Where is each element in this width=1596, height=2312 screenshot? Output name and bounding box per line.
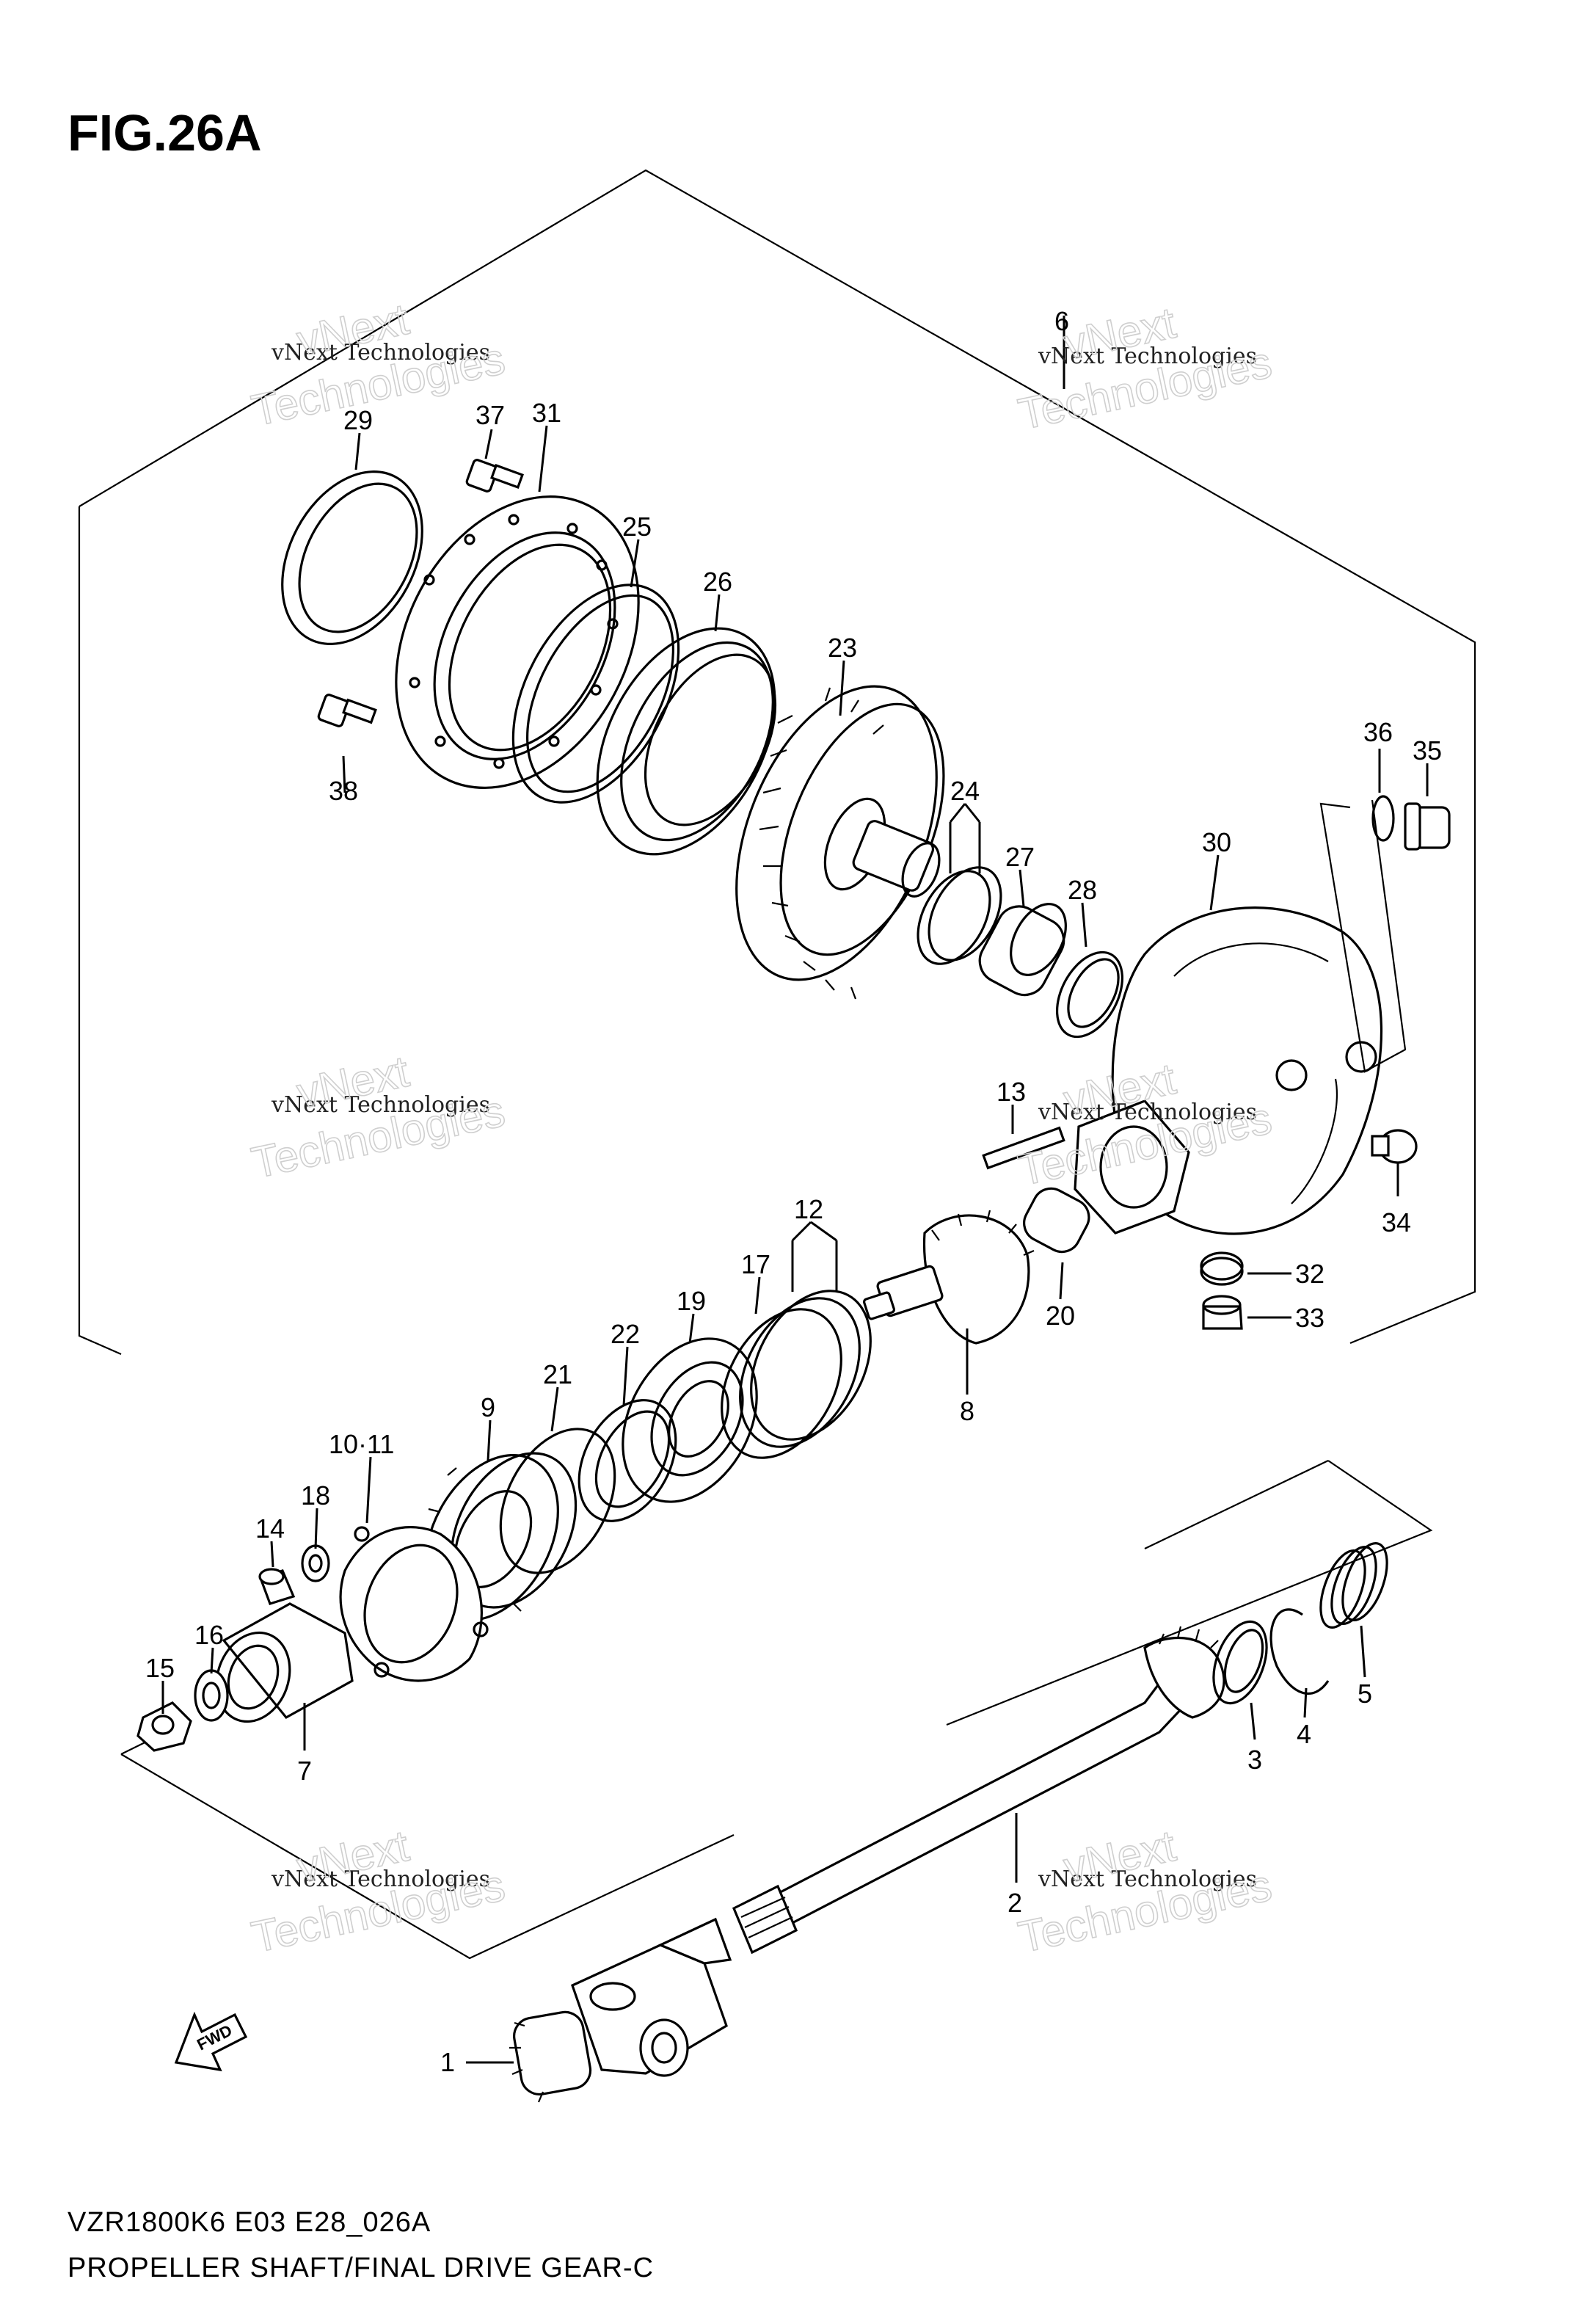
callout-23: 23	[828, 633, 857, 663]
watermark-br: vNext Technologies Technologies vNext	[1013, 1820, 1276, 1963]
callout-9: 9	[481, 1392, 495, 1422]
callout-34: 34	[1382, 1207, 1411, 1237]
callout-10-11: 10·11	[329, 1429, 394, 1459]
svg-text:vNext Technologies: vNext Technologies	[271, 1092, 490, 1118]
callout-30: 30	[1202, 827, 1231, 857]
svg-text:vNext Technologies: vNext Technologies	[271, 340, 490, 366]
callout-31: 31	[532, 398, 561, 428]
part-16-washer	[194, 1669, 229, 1722]
part-28-seal	[1055, 950, 1124, 1039]
svg-text:vNext Technologies: vNext Technologies	[1038, 1099, 1257, 1125]
part-37-bolt	[465, 459, 524, 492]
part-36-o-ring	[1371, 795, 1395, 842]
part-31-flange	[395, 495, 640, 789]
plug-guide-line	[1319, 799, 1407, 1073]
part-2-propeller-shaft	[732, 1626, 1225, 1955]
watermark-tr: vNext Technologies Technologies vNext	[1013, 297, 1276, 440]
part-21-circlip	[499, 1428, 616, 1574]
part-34-drain-bolt	[1371, 1129, 1418, 1164]
assembly-outline-lower-right	[946, 1460, 1433, 1726]
callout-15: 15	[145, 1653, 175, 1683]
callout-38: 38	[329, 776, 358, 806]
callout-24: 24	[950, 776, 980, 806]
watermark-ml: vNext Technologies Technologies vNext	[247, 1046, 509, 1188]
callout-18: 18	[301, 1480, 330, 1511]
callout-3: 3	[1247, 1745, 1262, 1775]
callout-35: 35	[1413, 735, 1442, 766]
part-1-universal-joint	[509, 1917, 732, 2103]
callout-33: 33	[1295, 1303, 1324, 1333]
part-30-gear-case-cover	[1074, 906, 1383, 1235]
figure-title: FIG.26A	[68, 104, 262, 161]
part-38-bolt	[317, 694, 377, 727]
part-17-shim	[721, 1308, 842, 1459]
callout-5: 5	[1358, 1679, 1372, 1709]
callout-6: 6	[1054, 306, 1069, 336]
watermark-tl: vNext Technologies Technologies vNext	[247, 294, 509, 436]
callout-21: 21	[543, 1359, 572, 1389]
part-14-cap-nut	[258, 1568, 296, 1605]
part-12-shims	[739, 1290, 872, 1448]
part-13-stud	[982, 1126, 1065, 1170]
outline-connector-2	[1144, 1460, 1329, 1549]
svg-text:vNext Technologies: vNext Technologies	[271, 1866, 490, 1892]
callout-17: 17	[741, 1249, 770, 1279]
footer-caption: PROPELLER SHAFT/FINAL DRIVE GEAR-C	[68, 2253, 654, 2283]
callout-19: 19	[677, 1286, 706, 1316]
callout-26: 26	[703, 567, 732, 597]
part-3-o-ring	[1212, 1620, 1268, 1705]
part-4-circlip	[1269, 1608, 1330, 1695]
part-26-bearing	[596, 627, 777, 856]
callout-1: 1	[440, 2047, 455, 2077]
callout-32: 32	[1295, 1259, 1324, 1289]
fwd-arrow-icon: FWD	[174, 2011, 248, 2072]
callout-labels: 1 2 3 4 5 6 7 8 9 10·11 12 13 14 15 16 1…	[145, 306, 1442, 2077]
callout-16: 16	[194, 1620, 224, 1650]
part-15-nut	[136, 1701, 192, 1752]
part-7-coupling	[215, 1602, 354, 1723]
callout-8: 8	[960, 1396, 974, 1426]
callout-22: 22	[611, 1319, 640, 1349]
part-20-bearing	[1023, 1187, 1090, 1254]
part-25-shim	[511, 584, 680, 804]
callout-29: 29	[343, 405, 373, 435]
part-18-washer	[301, 1544, 330, 1582]
leader-lines	[161, 316, 1429, 2064]
svg-text:vNext Technologies: vNext Technologies	[1038, 1866, 1257, 1892]
callout-20: 20	[1046, 1301, 1075, 1331]
assembly-outline-lower	[120, 1753, 735, 1960]
callout-25: 25	[622, 512, 652, 542]
svg-text:vNext Technologies: vNext Technologies	[1038, 343, 1257, 369]
watermark-bl: vNext Technologies Technologies vNext	[247, 1820, 509, 1963]
callout-4: 4	[1297, 1719, 1311, 1749]
part-29-oil-seal	[281, 470, 423, 645]
callout-13: 13	[996, 1077, 1026, 1107]
part-24-shims	[917, 866, 1002, 965]
callout-12: 12	[794, 1194, 823, 1224]
part-32-washer	[1200, 1251, 1244, 1286]
callout-36: 36	[1363, 717, 1393, 747]
assembly-outline-upper	[79, 169, 1476, 1345]
part-27-needle-bearing	[978, 903, 1067, 997]
footer-model-code: VZR1800K6 E03 E28_026A	[68, 2207, 431, 2238]
callout-37: 37	[475, 400, 505, 430]
callout-2: 2	[1007, 1888, 1022, 1918]
assembly-outline-upper-left	[78, 506, 122, 1356]
callout-27: 27	[1005, 842, 1035, 872]
callout-28: 28	[1068, 875, 1097, 905]
callout-7: 7	[297, 1756, 312, 1786]
part-33-nut	[1202, 1295, 1243, 1330]
part-23-ring-gear	[735, 685, 945, 1000]
part-8-pinion-gear	[862, 1210, 1035, 1345]
part-10-11-gasket	[339, 1526, 489, 1682]
callout-14: 14	[255, 1513, 285, 1544]
part-5-spring	[1319, 1542, 1388, 1629]
part-35-oil-plug	[1404, 802, 1451, 851]
